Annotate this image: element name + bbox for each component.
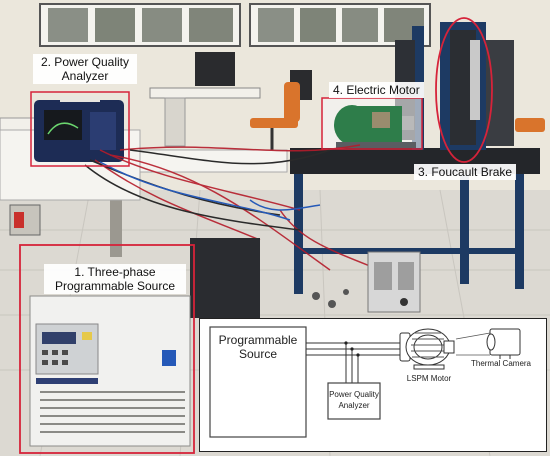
label-electric-motor: 4. Electric Motor (329, 82, 424, 98)
window-right (249, 3, 431, 47)
callout-ellipse-brake (435, 17, 493, 163)
label-source-line1: 1. Three-phase (74, 265, 156, 279)
label-source-line2: Programmable Source (54, 279, 176, 293)
label-pqa-line2: Analyzer (61, 69, 109, 83)
connector-box (367, 251, 421, 313)
source-cabinet (29, 295, 191, 447)
analyzer-device (34, 96, 124, 162)
label-foucault-brake: 3. Foucault Brake (414, 164, 517, 180)
callout-box-motor (321, 97, 423, 150)
schematic-source-box (209, 326, 307, 438)
schematic-camera-label: Thermal Camera (466, 359, 536, 368)
callout-box-source (19, 244, 195, 454)
schematic-source-line2: Source (238, 347, 278, 361)
schematic-motor (399, 328, 455, 370)
label-pqa-line1: 2. Power Quality (40, 55, 130, 69)
electric-motor (322, 98, 422, 148)
label-motor-text: 4. Electric Motor (333, 83, 420, 97)
schematic-analyzer-line1: Power Quality (329, 390, 379, 399)
callout-box-analyzer (30, 91, 130, 167)
setup-schematic: Programmable Source Power Quality Analyz… (199, 318, 547, 452)
schematic-motor-label: LSPM Motor (406, 374, 452, 383)
label-power-quality-analyzer: 2. Power Quality Analyzer (33, 54, 137, 84)
label-programmable-source: 1. Three-phase Programmable Source (44, 264, 186, 294)
label-brake-text: 3. Foucault Brake (418, 165, 513, 179)
schematic-source-line1: Programmable (218, 333, 298, 347)
schematic-analyzer-box (327, 382, 381, 420)
window-left (39, 3, 241, 47)
schematic-analyzer-line2: Analyzer (338, 401, 370, 410)
schematic-lines (209, 326, 521, 438)
chair-orange (250, 82, 300, 150)
